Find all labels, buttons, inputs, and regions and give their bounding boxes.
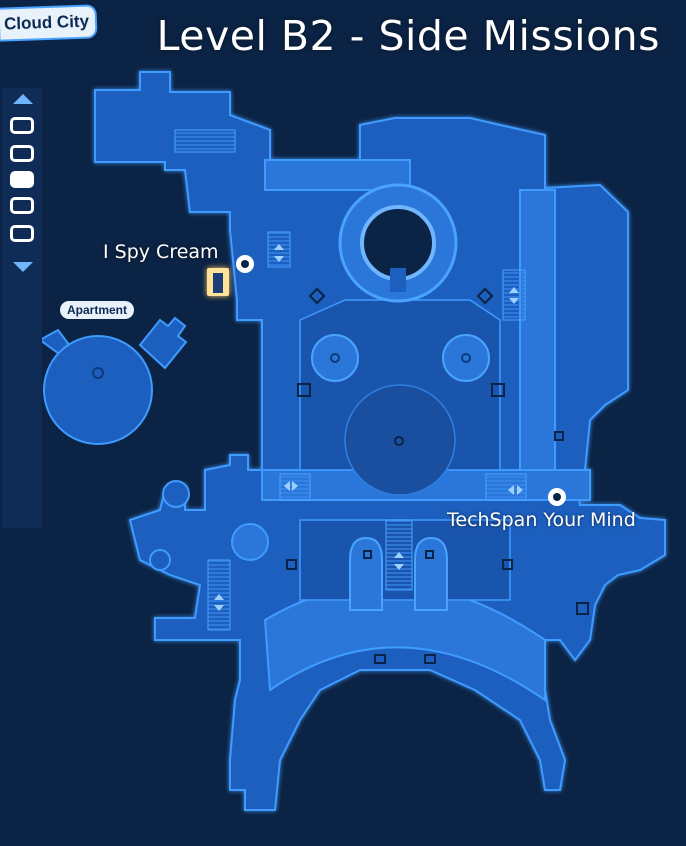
floor-button-2[interactable] <box>10 145 34 162</box>
floor-button-5[interactable] <box>10 225 34 242</box>
apartment-label: Apartment <box>60 301 135 319</box>
mission-label-techspan-your-mind: TechSpan Your Mind <box>447 509 636 531</box>
location-tag: Cloud City <box>0 6 96 40</box>
floor-button-1[interactable] <box>10 117 34 134</box>
chevron-up-icon[interactable] <box>13 94 33 104</box>
floor-button-4[interactable] <box>10 197 34 214</box>
page-title: Level B2 - Side Missions <box>156 12 660 60</box>
apartment-room <box>38 316 188 445</box>
mission-label-i-spy-cream: I Spy Cream <box>103 241 219 263</box>
chevron-down-icon[interactable] <box>13 262 33 272</box>
door-icon[interactable] <box>207 268 229 296</box>
floor-button-3[interactable] <box>10 171 34 188</box>
mission-marker-icon[interactable] <box>548 488 566 506</box>
mission-marker-icon[interactable] <box>236 255 254 273</box>
